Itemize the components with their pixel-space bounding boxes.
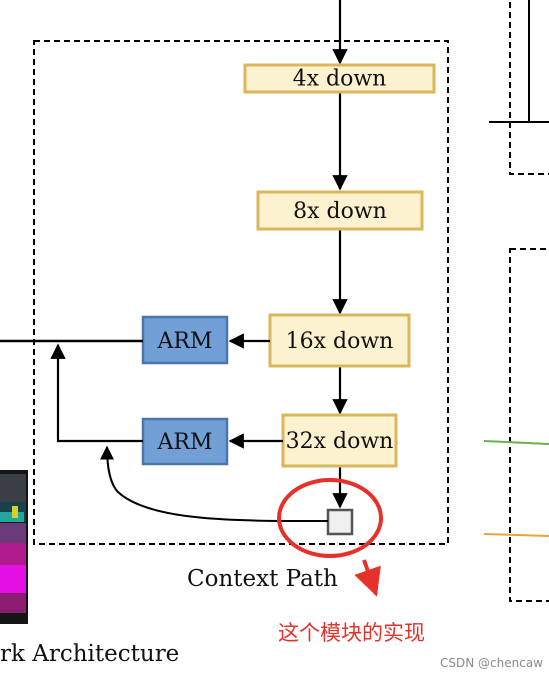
network-architecture-label: rk Architecture	[0, 641, 179, 667]
arrow-pool-to-arm	[100, 445, 329, 523]
block-8x-down-label: 8x down	[293, 199, 387, 224]
arm-block-top-label: ARM	[157, 329, 213, 354]
global-pool-block	[326, 508, 354, 536]
block-4x-down	[243, 63, 436, 94]
arm-bottom-output-line	[50, 343, 143, 443]
watermark: CSDN @chencaw	[440, 656, 543, 670]
orange-line-partial	[483, 533, 549, 537]
segmentation-thumbnail-partial	[0, 470, 28, 624]
fusion-container-partial	[509, 248, 549, 602]
block-4x-down-label: 4x down	[293, 67, 387, 92]
annotation-highlight-ellipse	[277, 478, 383, 558]
spatial-path-container-partial	[509, 0, 549, 175]
green-line-partial	[483, 440, 549, 445]
block-32x-down	[281, 413, 398, 468]
arm-block-bottom-label: ARM	[157, 430, 213, 455]
context-path-container	[33, 40, 449, 545]
context-path-label: Context Path	[187, 566, 338, 592]
annotation-text: 这个模块的实现	[278, 621, 425, 645]
arm-block-bottom	[141, 417, 229, 466]
arm-block-top	[141, 315, 229, 365]
block-32x-down-label: 32x down	[286, 429, 394, 454]
block-8x-down	[256, 190, 424, 231]
annotation-arrow	[354, 559, 381, 597]
block-16x-down	[268, 313, 411, 368]
block-16x-down-label: 16x down	[286, 329, 394, 354]
